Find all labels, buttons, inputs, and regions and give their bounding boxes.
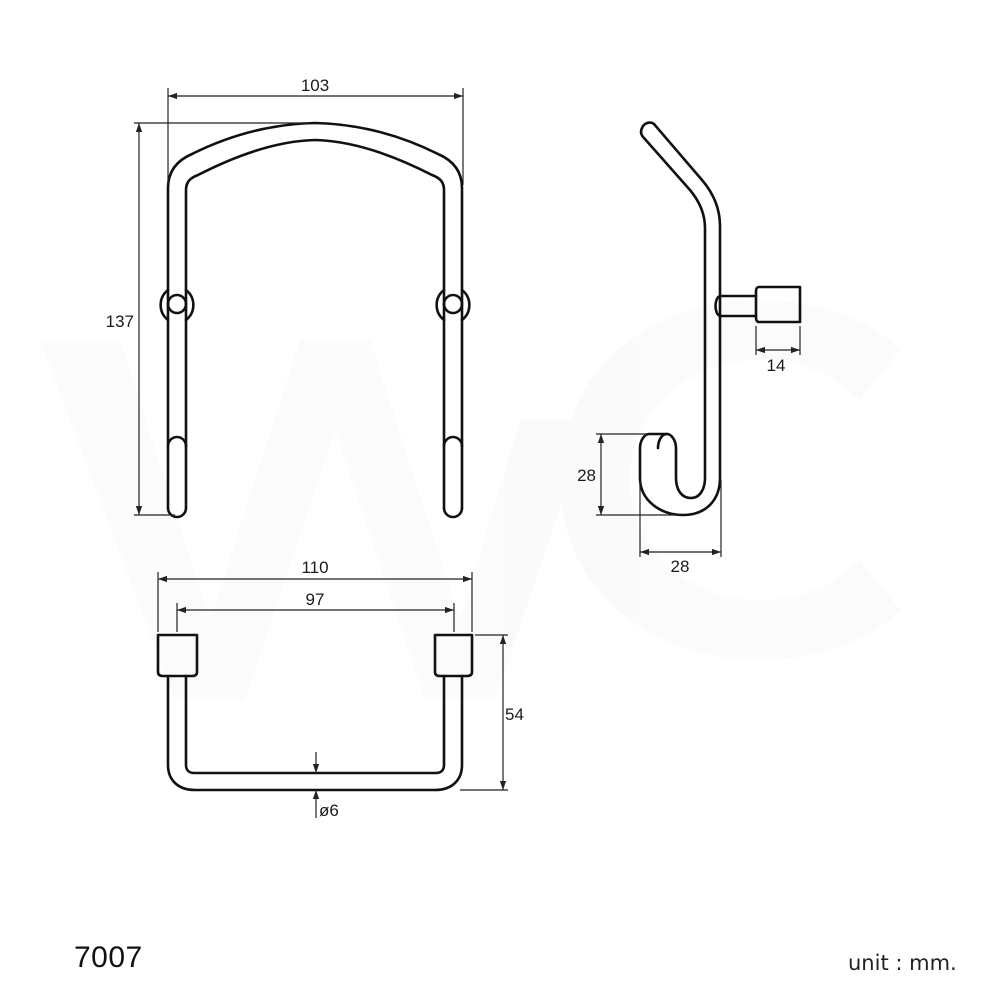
inner-width-dimension: 97 xyxy=(306,590,325,609)
mount-depth-dimension: 14 xyxy=(767,356,786,375)
side-view-wall-mount xyxy=(714,285,802,324)
overall-width-dimension: 110 xyxy=(301,558,328,577)
left-mounting-disc xyxy=(159,288,195,322)
front-height-dimension: 137 xyxy=(106,312,134,331)
bottom-view: 110 97 54 ø6 xyxy=(156,558,524,820)
bottom-view-u-tube-inner xyxy=(184,674,446,775)
side-view: 14 28 28 xyxy=(577,121,802,576)
front-view: 103 137 xyxy=(106,76,471,519)
model-number: 7007 xyxy=(74,941,143,974)
hook-width-dimension: 28 xyxy=(671,557,690,576)
bottom-view-left-pad xyxy=(156,633,199,678)
front-width-dimension: 103 xyxy=(301,76,329,95)
depth-dimension: 54 xyxy=(505,705,524,724)
front-view-outer-frame xyxy=(166,121,464,510)
right-mounting-disc xyxy=(435,288,471,322)
unit-label: unit : mm. xyxy=(848,951,957,975)
front-view-inner-frame xyxy=(184,138,446,510)
bottom-view-right-pad xyxy=(433,633,474,678)
tube-diameter-dimension: ø6 xyxy=(319,801,339,820)
side-view-hook-outer xyxy=(639,121,707,500)
hook-height-dimension: 28 xyxy=(577,466,596,485)
